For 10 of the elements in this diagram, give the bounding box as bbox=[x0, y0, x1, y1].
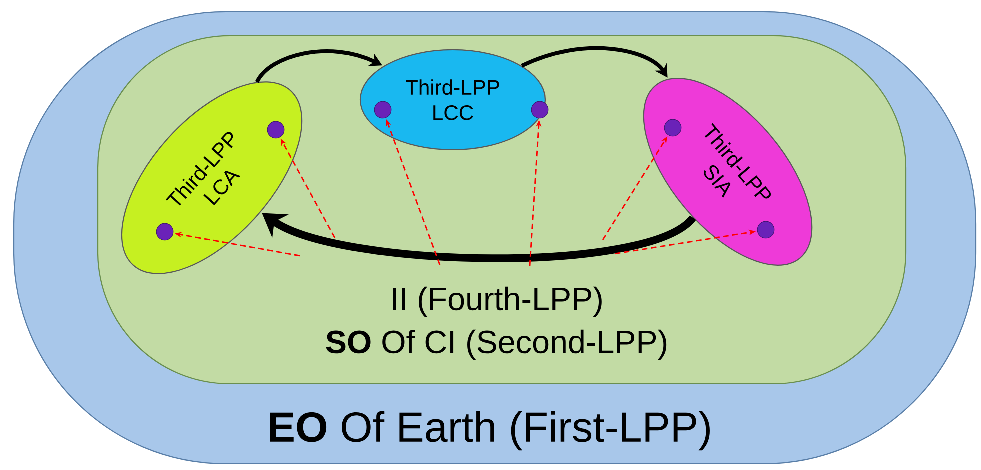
dot bbox=[267, 121, 285, 139]
dot bbox=[664, 119, 682, 137]
ellipse-node: Third-LPP LCC bbox=[360, 49, 546, 151]
dot bbox=[374, 101, 392, 119]
region-label: EO Of Earth (First-LPP) bbox=[270, 411, 710, 451]
dot bbox=[156, 223, 174, 241]
region-label: II (Fourth-LPP) bbox=[393, 286, 602, 318]
region-label: SO Of CI (Second-LPP) bbox=[326, 330, 667, 360]
dot bbox=[757, 221, 775, 239]
dot bbox=[531, 101, 549, 119]
